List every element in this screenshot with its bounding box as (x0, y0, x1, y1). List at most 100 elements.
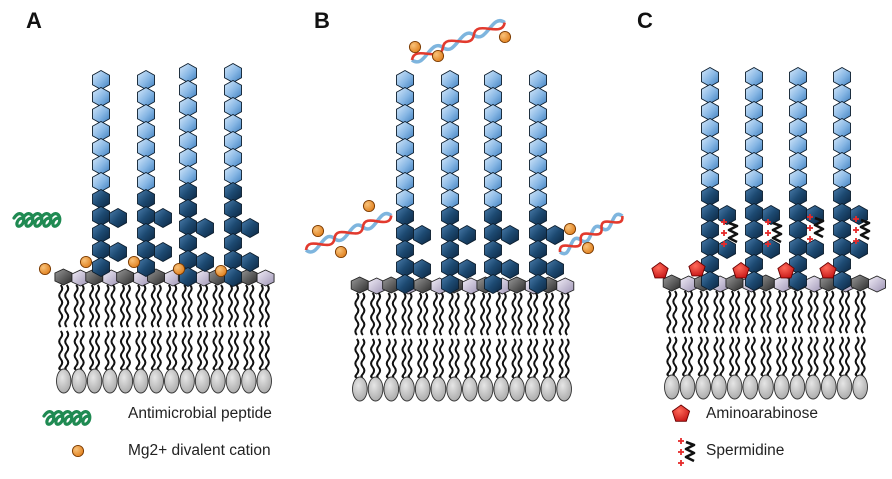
panel-c-tail-lower-b-5 (750, 336, 756, 377)
panel-c-lipid-a-dark-0 (662, 274, 681, 292)
core-sugar-b3-0 (529, 205, 547, 227)
mg2-cation-b-7 (581, 241, 595, 255)
mg2-cation-a-4 (214, 264, 228, 278)
o-antigen-unit-b0-6 (396, 171, 414, 193)
panel-a-tail-lower-a-3 (104, 330, 110, 371)
core-branch-c1-1 (762, 204, 780, 226)
o-antigen-unit-b3-4 (529, 137, 547, 159)
core-sugar-b2-3 (484, 256, 502, 278)
panel-a-tail-upper-b-10 (218, 284, 224, 328)
panel-b-tail-upper-b-0 (360, 292, 366, 336)
antimicrobial-peptide-a (12, 212, 62, 228)
core-sugar-b3-1 (529, 222, 547, 244)
panel-c-tail-upper-a-1 (682, 290, 688, 334)
o-antigen-unit-a3-0 (224, 62, 242, 84)
panel-b-tail-lower-a-10 (511, 338, 517, 379)
core-branch-a2-2 (196, 217, 214, 239)
core-sugar-a0-1 (92, 205, 110, 227)
o-antigen-unit-b2-7 (484, 188, 502, 210)
panel-b-tail-upper-b-9 (501, 292, 507, 336)
panel-a-tail-upper-b-4 (125, 284, 131, 328)
core-sugar-b2-4 (484, 273, 502, 295)
panel-b-tail-lower-b-1 (376, 338, 382, 379)
panel-a-tail-upper-a-13 (258, 284, 264, 328)
panel-a-lipid-a-light-6 (256, 269, 275, 287)
core-sugar-a0-3 (92, 239, 110, 261)
core-sugar-c3-4 (833, 253, 851, 275)
panel-b-tail-lower-a-11 (527, 338, 533, 379)
panel-a-tail-upper-b-13 (264, 284, 270, 328)
panel-b-tail-upper-a-6 (448, 292, 454, 336)
o-antigen-unit-c3-4 (833, 134, 851, 156)
panel-a-tail-lower-b-5 (141, 330, 147, 371)
panel-a-phospholipid-head-9 (194, 368, 211, 394)
panel-a (12, 62, 275, 394)
core-sugar-c0-3 (701, 236, 719, 258)
o-antigen-unit-c2-1 (789, 83, 807, 105)
o-antigen-unit-b1-5 (441, 154, 459, 176)
panel-a-tail-upper-a-2 (89, 284, 95, 328)
panel-b-tail-upper-b-3 (407, 292, 413, 336)
panel-a-tail-upper-a-9 (197, 284, 203, 328)
aminoarabinose-c-0 (651, 261, 669, 279)
o-antigen-unit-a3-2 (224, 96, 242, 118)
o-antigen-unit-a2-5 (179, 147, 197, 169)
panel-a-tail-upper-b-11 (233, 284, 239, 328)
panel-b-tail-lower-b-12 (548, 338, 554, 379)
panel-b-tail-lower-a-4 (417, 338, 423, 379)
panel-a-tail-upper-a-10 (212, 284, 218, 328)
panel-b-tail-upper-b-7 (470, 292, 476, 336)
panel-b-tail-lower-b-3 (407, 338, 413, 379)
panel-a-tail-upper-a-0 (58, 284, 64, 328)
o-antigen-unit-a2-0 (179, 62, 197, 84)
panel-a-tail-upper-a-6 (150, 284, 156, 328)
core-sugar-a1-2 (137, 222, 155, 244)
o-antigen-unit-b3-5 (529, 154, 547, 176)
core-sugar-a1-0 (137, 188, 155, 210)
spermidine-c-3 (853, 216, 871, 244)
panel-b-tail-upper-b-8 (486, 292, 492, 336)
o-antigen-unit-a1-1 (137, 86, 155, 108)
panel-a-tail-lower-b-11 (233, 330, 239, 371)
o-antigen-unit-b1-7 (441, 188, 459, 210)
o-antigen-unit-c3-2 (833, 100, 851, 122)
panel-b-tail-upper-a-12 (542, 292, 548, 336)
panel-a-tail-lower-a-1 (73, 330, 79, 371)
core-branch-a0-1 (109, 207, 127, 229)
panel-a-tail-lower-b-6 (156, 330, 162, 371)
dna-b-right-strand-red (558, 215, 624, 253)
o-antigen-unit-c0-0 (701, 66, 719, 88)
mg2-cation-a-1 (79, 255, 93, 269)
panel-c-tail-lower-b-4 (735, 336, 741, 377)
panel-c-tail-lower-b-3 (719, 336, 725, 377)
panel-a-tail-lower-b-0 (64, 330, 70, 371)
core-sugar-c2-3 (789, 236, 807, 258)
core-sugar-a0-0 (92, 188, 110, 210)
core-branch-c0-3 (718, 238, 736, 260)
aminoarabinose-icon (671, 404, 691, 422)
core-branch-b1-1 (458, 224, 476, 246)
o-antigen-unit-c0-6 (701, 168, 719, 190)
panel-a-tail-lower-a-13 (258, 330, 264, 371)
panel-a-tail-upper-a-7 (166, 284, 172, 328)
spermidine-icon (678, 438, 696, 466)
panel-c-tail-upper-b-0 (672, 290, 678, 334)
panel-c-tail-upper-b-1 (688, 290, 694, 334)
core-sugar-c3-1 (833, 202, 851, 224)
panel-b-phospholipid-head-0 (352, 376, 368, 402)
panel-c-phospholipid-head-3 (711, 374, 727, 400)
panel-a-lipid-a-dark-2 (116, 268, 135, 286)
o-antigen-unit-a2-1 (179, 79, 197, 101)
core-sugar-c2-0 (789, 185, 807, 207)
panel-b-phospholipid-head-6 (446, 376, 462, 402)
panel-a-tail-lower-b-1 (79, 330, 85, 371)
panel-c-tail-upper-b-7 (782, 290, 788, 334)
o-antigen-unit-b2-0 (484, 69, 502, 91)
panel-b-tail-lower-b-0 (360, 338, 366, 379)
panel-a-tail-upper-b-7 (172, 284, 178, 328)
panel-a-tail-upper-a-1 (73, 284, 79, 328)
panel-c-tail-upper-b-4 (735, 290, 741, 334)
panel-c-phospholipid-head-7 (773, 374, 790, 400)
panel-a-phospholipid-head-10 (210, 368, 226, 394)
panel-a-tail-lower-b-8 (187, 330, 193, 371)
